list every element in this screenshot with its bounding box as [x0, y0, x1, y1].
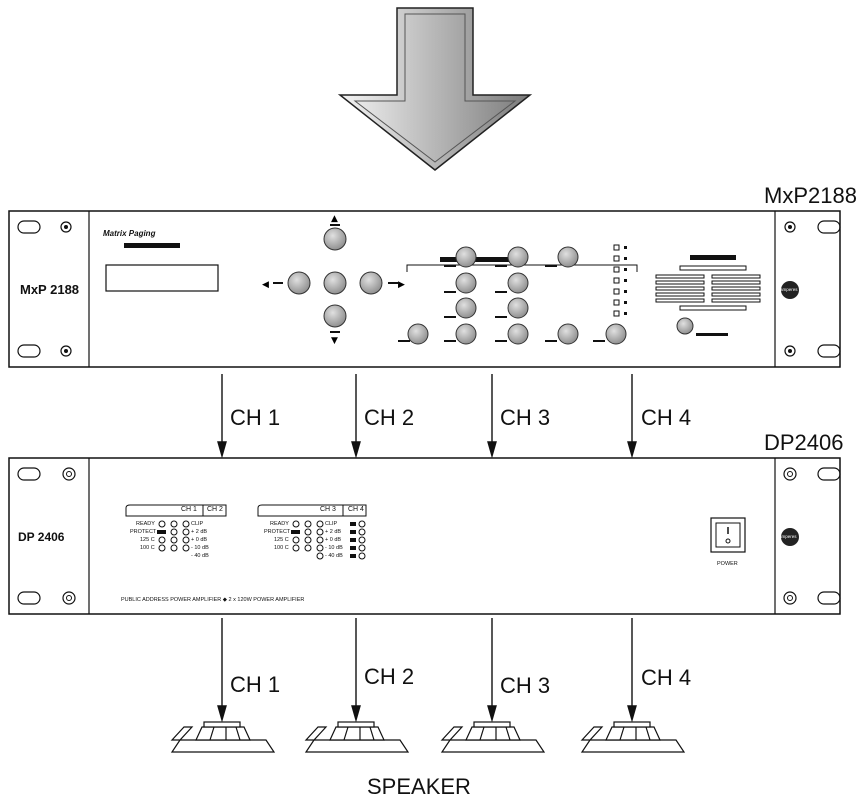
left-meter-plus2: + 2 dB	[191, 529, 208, 535]
speaker-icon	[304, 721, 410, 753]
left-status-125c: 125 C	[140, 537, 155, 543]
speaker-icon	[170, 721, 276, 753]
mxp-output-arrows	[217, 374, 637, 459]
left-meter-minus40: - 40 dB	[191, 553, 209, 559]
dp-out-ch1: CH 1	[230, 672, 281, 697]
speaker-label: SPEAKER	[367, 774, 471, 799]
mxp-rack-unit: ▲ ▼ ◀ ▶	[8, 210, 841, 368]
right-status-125c: 125 C	[274, 537, 289, 543]
speaker-row	[170, 721, 686, 753]
mxp-out-ch4: CH 4	[641, 405, 692, 430]
mxp-out-ch3: CH 3	[500, 405, 551, 430]
svg-text:▶: ▶	[398, 280, 405, 290]
speaker-icon	[440, 721, 546, 753]
dp-rack-unit	[8, 457, 841, 615]
dp-out-ch2: CH 2	[364, 664, 415, 689]
dp-logo-text: amperes	[779, 534, 797, 539]
mxp-out-ch1: CH 1	[230, 405, 281, 430]
left-meter-minus10: - 10 dB	[191, 545, 209, 551]
dp-panel-model: DP 2406	[18, 530, 65, 544]
right-meter-clip: CLIP	[325, 521, 338, 527]
left-group-ch-a: CH 1	[181, 506, 197, 513]
left-status-ready: READY	[136, 521, 155, 527]
dp-footer-text: PUBLIC ADDRESS POWER AMPLIFIER ◆ 2 x 120…	[121, 597, 305, 603]
dp-output-arrows	[217, 618, 637, 723]
speaker-icon	[580, 721, 686, 753]
left-status-100c: 100 C	[140, 545, 155, 551]
svg-text:▼: ▼	[331, 336, 338, 346]
right-group-ch-a: CH 3	[320, 506, 336, 513]
right-meter-minus10: - 10 dB	[325, 545, 343, 551]
svg-text:◀: ◀	[262, 280, 269, 290]
right-meter-minus40: - 40 dB	[325, 553, 343, 559]
right-meter-0: + 0 dB	[325, 537, 342, 543]
mxp-logo-text: amperes	[780, 287, 798, 292]
svg-text:▲: ▲	[331, 214, 338, 224]
mxp-caption: MxP2188	[764, 183, 857, 208]
right-status-protect: PROTECT	[264, 529, 291, 535]
mxp-panel-model: MxP 2188	[20, 282, 80, 297]
right-status-ready: READY	[270, 521, 289, 527]
right-group-ch-b: CH 4	[348, 506, 364, 513]
left-meter-0: + 0 dB	[191, 537, 208, 543]
dp-caption: DP2406	[764, 430, 844, 455]
mxp-brand-text: Matrix Paging	[103, 229, 156, 238]
dp-out-ch3: CH 3	[500, 673, 551, 698]
left-group-ch-b: CH 2	[207, 506, 223, 513]
input-arrow	[337, 7, 533, 171]
power-label: POWER	[717, 561, 738, 567]
right-status-100c: 100 C	[274, 545, 289, 551]
left-meter-clip: CLIP	[191, 521, 204, 527]
right-meter-plus2: + 2 dB	[325, 529, 342, 535]
left-status-protect: PROTECT	[130, 529, 157, 535]
mxp-out-ch2: CH 2	[364, 405, 415, 430]
dp-out-ch4: CH 4	[641, 665, 692, 690]
